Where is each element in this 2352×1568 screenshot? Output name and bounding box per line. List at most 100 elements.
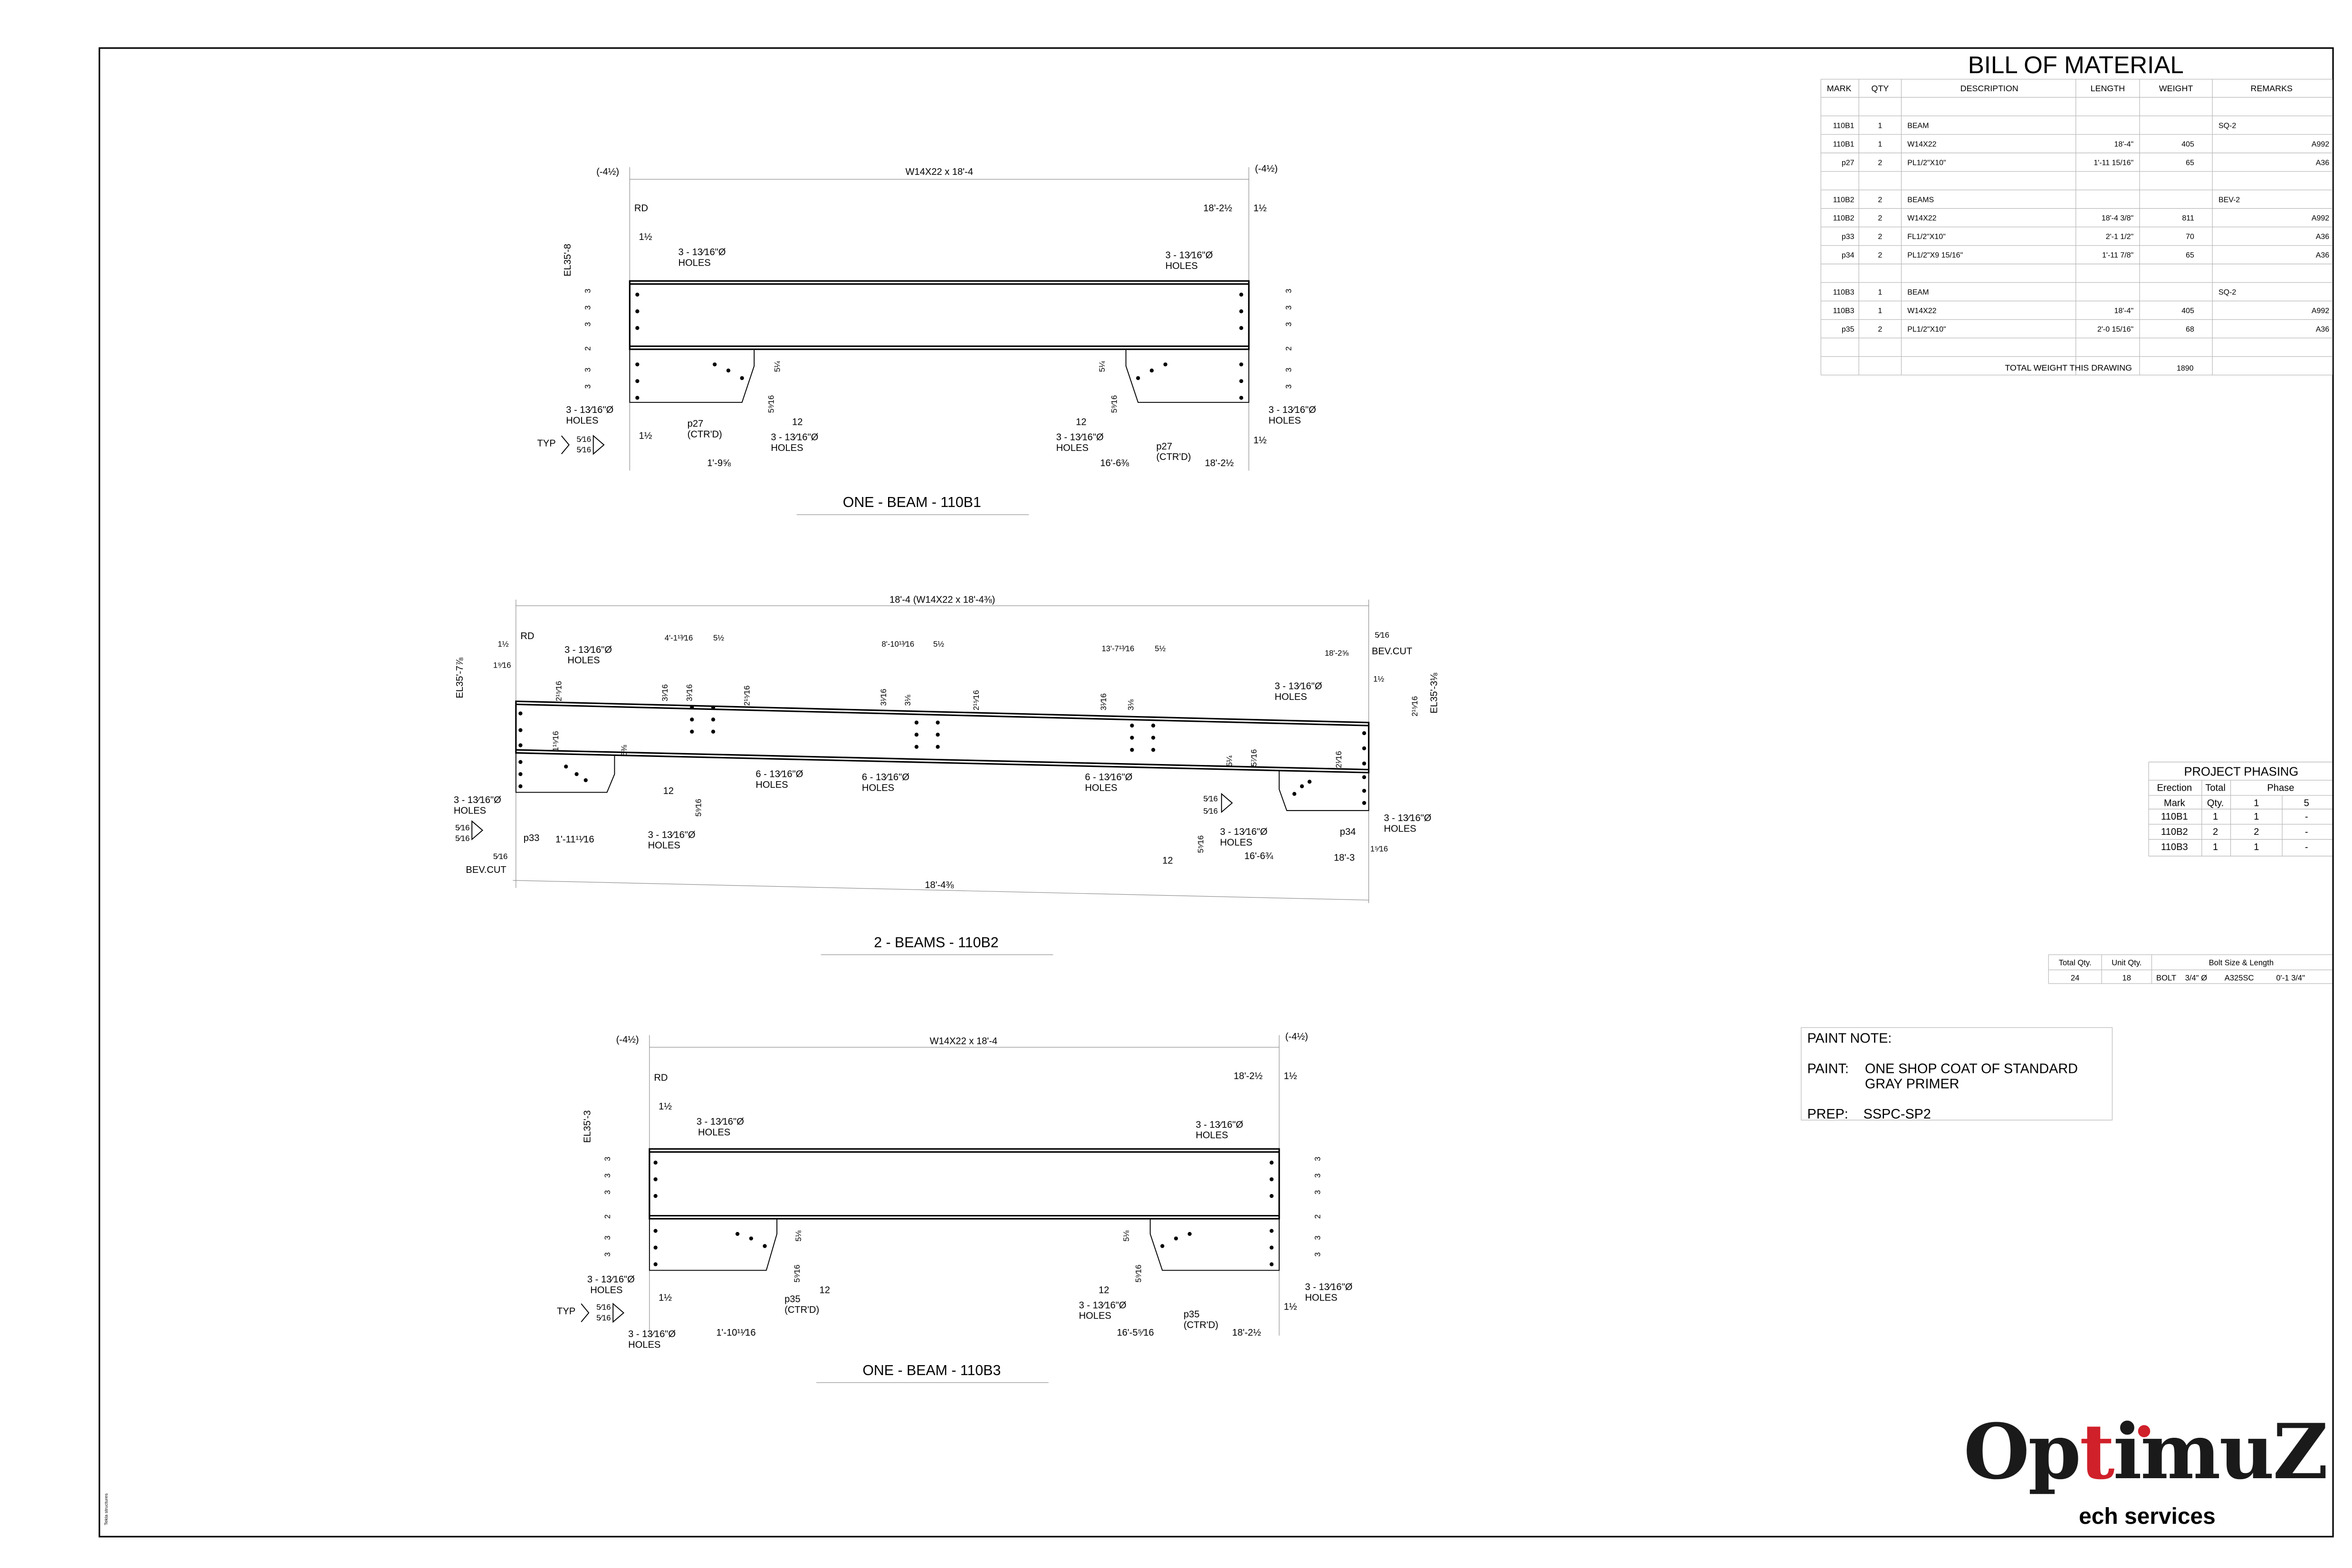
bolt-hole (1307, 780, 1312, 784)
plate-mark: p27 (688, 419, 704, 429)
holes-callout: HOLES (1384, 824, 1416, 834)
phasing-cell: - (2305, 812, 2308, 822)
phasing-h-qty: Qty. (2207, 798, 2224, 808)
edge-dist-label: 1½ (497, 640, 508, 649)
bom-cell-length: 18'-4" (2114, 140, 2133, 148)
holes-callout: 3 - 13⁄16"Ø (697, 1117, 744, 1127)
edge-dist-label: 1½ (1284, 1071, 1297, 1081)
optimuz-logo: OptimuZ ech services (1963, 1407, 2328, 1529)
spacing-label: 3 (1313, 1190, 1322, 1195)
bolt-hole (936, 733, 940, 737)
holes-callout: 3 - 13⁄16"Ø (648, 830, 696, 840)
elevation-label: EL35'-3 (582, 1110, 593, 1143)
bolt-summary-table: Total Qty. Unit Qty. Bolt Size & Length … (2048, 954, 2333, 984)
flange-dim: 2¹⁵⁄16 (743, 686, 752, 706)
bom-cell-mark: p34 (1842, 251, 1855, 259)
dim-label: 18'-2½ (1205, 458, 1234, 468)
bolt-hole (1362, 789, 1367, 793)
gage-dim: 3⅛ (1127, 699, 1136, 710)
elevation-label: EL35'-8 (563, 244, 573, 277)
spacing-label: 3 (603, 1157, 612, 1161)
bom-cell-mark: 110B2 (1833, 214, 1855, 222)
gage-dim: 5½ (933, 640, 944, 649)
spacing-label: 3 (583, 322, 592, 326)
weld-symbol-icon (471, 820, 484, 841)
paint-note-title: PAINT NOTE: (1807, 1031, 1892, 1046)
weld-symbol-icon (581, 1302, 625, 1323)
plate-mark: p33 (524, 833, 540, 843)
slope-run: 12 (820, 1285, 830, 1295)
elevation-label: EL35'-7⅞ (455, 658, 465, 698)
holes-callout: HOLES (679, 258, 711, 268)
bolt-hole (914, 720, 919, 725)
plate-mark: p27 (1156, 441, 1172, 452)
clip-dim: 5¼ (1098, 361, 1107, 372)
bom-cell-desc: W14X22 (1907, 140, 1936, 148)
holes-callout: HOLES (1269, 416, 1301, 426)
bolt-hole (711, 729, 716, 734)
bom-header-mark: MARK (1827, 84, 1852, 93)
gage-dim: 3¹⁄16 (1099, 693, 1108, 710)
bolt-hole (711, 717, 716, 722)
clip-dim: 5¼ (1225, 755, 1234, 766)
bom-header-remarks: REMARKS (2251, 84, 2293, 93)
phasing-cell: 2 (2213, 827, 2218, 837)
weld-size: 5⁄16 (577, 445, 591, 454)
bolt-hole (518, 711, 523, 716)
bolt-hole (936, 720, 940, 725)
holes-callout: HOLES (755, 780, 788, 790)
beam-110b3-drawing: W14X22 x 18'-4 (-4½) (-4½) RD 18'-2½ 1½ … (557, 1032, 1352, 1383)
logo-brand: OptimuZ (1963, 1407, 2326, 1496)
phasing-cell: 110B1 (2161, 812, 2188, 822)
phasing-h-phase5: 5 (2304, 798, 2309, 808)
bom-cell-qty: 2 (1878, 325, 1882, 334)
gage-dim: 3¹⁄16 (685, 684, 694, 701)
weld-size: 5⁄16 (455, 823, 469, 832)
spacing-label: 2 (603, 1214, 612, 1219)
gage-dim: 5½ (713, 633, 724, 642)
holes-callout: 3 - 13⁄16"Ø (628, 1329, 676, 1339)
bom-title: BILL OF MATERIAL (1968, 51, 2184, 78)
clip-dim: 2¹⁄16 (1334, 751, 1343, 768)
phasing-h-mark: Mark (2164, 798, 2186, 808)
bom-cell-weight: 65 (2186, 251, 2194, 259)
phasing-cell: 110B2 (2161, 827, 2188, 837)
project-phasing-table: PROJECT PHASING Erection Total Phase Mar… (2148, 762, 2333, 857)
plate-centered: (CTR'D) (1184, 1320, 1218, 1330)
bolt-hole (574, 772, 579, 776)
bom-cell-qty: 2 (1878, 159, 1882, 167)
phasing-cell: 2 (2254, 827, 2259, 837)
holes-callout: 3 - 13⁄16"Ø (1384, 813, 1432, 823)
holes-callout: 3 - 13⁄16"Ø (1079, 1300, 1127, 1310)
clip-dim: 5⅛ (794, 1231, 803, 1242)
gage-dim: 13'-7¹³⁄16 (1102, 644, 1135, 653)
overall-length-label: W14X22 x 18'-4 (906, 167, 973, 177)
bom-total-label: TOTAL WEIGHT THIS DRAWING (2005, 363, 2132, 373)
holes-callout: HOLES (1220, 837, 1252, 848)
spacing-label: 2 (1313, 1214, 1322, 1219)
bom-header-length: LENGTH (2091, 84, 2125, 93)
bolt-hole (936, 745, 940, 749)
bom-header-description: DESCRIPTION (1960, 84, 2018, 93)
holes-callout: 3 - 13⁄16"Ø (771, 432, 818, 443)
overall-length-label: 18'-4 (W14X22 x 18'-4⅜) (889, 594, 995, 605)
bom-header-weight: WEIGHT (2159, 84, 2193, 93)
bolt-hole (914, 733, 919, 737)
bom-cell-remark-left: BEV-2 (2218, 196, 2240, 204)
bom-cell-remark-right: A992 (2312, 214, 2329, 222)
bom-cell-desc: BEAM (1907, 288, 1929, 296)
holes-callout: 3 - 13⁄16"Ø (454, 795, 501, 805)
bom-cell-remark-right: A36 (2316, 325, 2330, 334)
bom-cell-qty: 1 (1878, 140, 1882, 148)
holes-callout: 6 - 13⁄16"Ø (1085, 772, 1132, 783)
dim-label: 1⁵⁄16 (1370, 844, 1388, 853)
gage-dim: 8'-10¹³⁄16 (881, 640, 914, 649)
paint-note: PAINT NOTE: PAINT: ONE SHOP COAT OF STAN… (1801, 1027, 2113, 1122)
bom-header-qty: QTY (1871, 84, 1889, 93)
holes-callout: 3 - 13⁄16"Ø (1269, 405, 1316, 415)
end-dim-label: 18'-2½ (1233, 1071, 1262, 1081)
holes-callout: 3 - 13⁄16"Ø (679, 247, 726, 258)
bom-cell-length: 18'-4" (2114, 307, 2133, 315)
holes-callout: HOLES (1196, 1130, 1228, 1141)
